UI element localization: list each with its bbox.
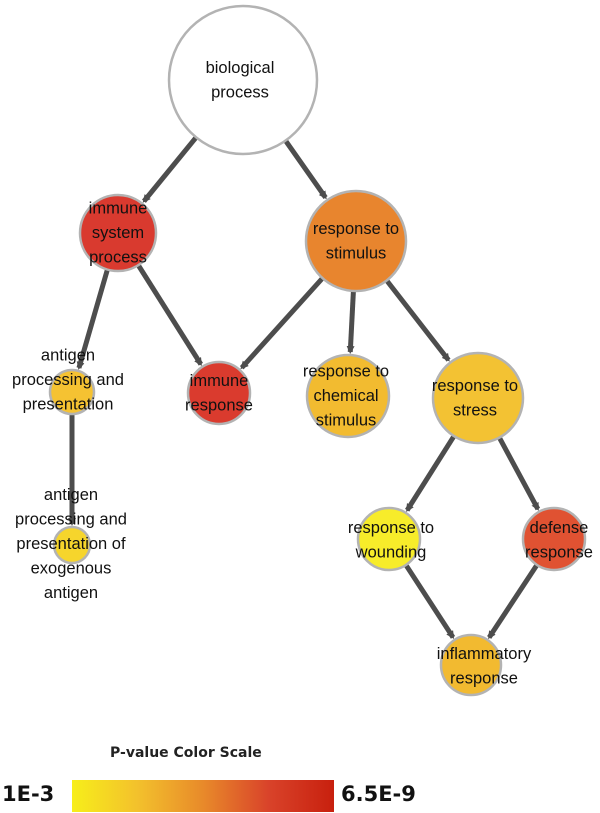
edges-layer	[68, 136, 541, 640]
edge-response-to-stress-to-defense-response	[497, 437, 541, 511]
node-label-line: response	[450, 669, 518, 687]
node-circle	[48, 368, 96, 416]
node-label-line: response	[185, 396, 253, 414]
node-label-line: processing and	[15, 511, 127, 529]
node-label-line: response to	[303, 363, 389, 381]
node-label-line: antigen	[44, 584, 98, 602]
node-label-line: immune	[190, 372, 249, 390]
node-circle	[52, 525, 92, 565]
node-response-to-stress[interactable]: response to stress	[431, 351, 525, 445]
node-circle	[439, 633, 503, 697]
node-circle	[186, 360, 252, 426]
node-label-line: chemical	[313, 387, 378, 405]
node-circle	[78, 193, 158, 273]
node-label-line: response to	[348, 519, 434, 537]
node-label-line: process	[211, 83, 269, 101]
node-inflammatory-response[interactable]: inflammatory response	[437, 633, 532, 697]
node-label-line: defense	[530, 519, 589, 537]
node-label-line: stimulus	[326, 244, 387, 262]
node-response-to-chemical[interactable]: response to chemical stimulus	[303, 353, 391, 439]
node-label-line: inflammatory	[437, 645, 532, 663]
node-antigen-processing[interactable]: antigen processing and presentation	[12, 347, 124, 416]
node-antigen-exogenous[interactable]: antigen processing and presentation of exog…	[15, 486, 127, 602]
node-label-line: presentation of	[16, 535, 126, 553]
node-label-line: response	[525, 543, 593, 561]
edge-defense-response-to-inflammatory-response	[487, 564, 539, 640]
legend-title: P-value Color Scale	[110, 745, 262, 761]
node-label-line: wounding	[355, 543, 427, 561]
edge-immune-system-process-to-immune-response	[136, 264, 203, 366]
node-label-line: antigen	[44, 486, 98, 504]
node-label-line: presentation	[23, 396, 114, 414]
node-defense-response[interactable]: defense response	[521, 506, 593, 572]
node-immune-response[interactable]: immune response	[185, 360, 253, 426]
node-label-line: stimulus	[316, 412, 377, 430]
edge-response-to-stimulus-to-response-to-chemical	[346, 291, 356, 355]
node-response-to-stimulus[interactable]: response to stimulus	[304, 189, 408, 293]
node-circle	[431, 351, 525, 445]
edge-response-to-wounding-to-inflammatory-response	[404, 564, 456, 640]
node-label-line: system	[92, 224, 144, 242]
nodes-layer: biological process immune system process resp…	[12, 4, 593, 697]
edge-biological-process-to-response-to-stimulus	[284, 139, 328, 200]
legend-max-label: 6.5E-9	[341, 782, 416, 806]
node-circle	[167, 4, 319, 156]
node-circle	[521, 506, 587, 572]
node-label-line: response to	[432, 377, 518, 395]
edge-immune-system-process-to-antigen-processing	[76, 269, 110, 370]
node-label-line: process	[89, 249, 147, 267]
legend-min-label: 1E-3	[2, 782, 55, 806]
node-label-line: stress	[453, 401, 497, 419]
edge-response-to-stress-to-response-to-wounding	[405, 435, 456, 512]
node-label-line: antigen	[41, 347, 95, 365]
node-circle	[304, 189, 408, 293]
node-label-line: exogenous	[31, 560, 112, 578]
node-immune-system-process[interactable]: immune system process	[78, 193, 158, 273]
node-label-line: processing and	[12, 371, 124, 389]
node-biological-process[interactable]: biological process	[167, 4, 319, 156]
edge-biological-process-to-immune-system-process	[142, 136, 198, 203]
node-circle	[305, 353, 391, 439]
node-circle	[356, 506, 422, 572]
edge-response-to-stimulus-to-response-to-stress	[385, 279, 451, 362]
edge-response-to-stimulus-to-immune-response	[239, 277, 324, 370]
node-label-line: response to	[313, 220, 399, 238]
node-label-line: biological	[206, 59, 275, 77]
color-scale-bar	[72, 780, 334, 812]
node-response-to-wounding[interactable]: response to wounding	[348, 506, 434, 572]
node-label-line: immune	[89, 200, 148, 218]
